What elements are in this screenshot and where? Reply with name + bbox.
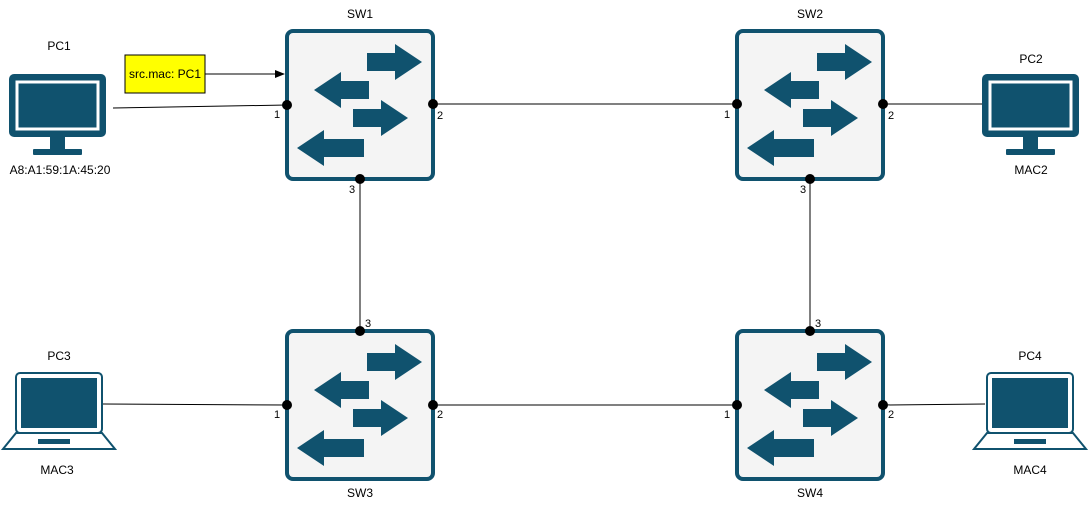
link-sw4-pc4 bbox=[882, 403, 986, 406]
pc4[interactable]: PC4 MAC4 bbox=[971, 349, 1089, 477]
switch-sw1[interactable] bbox=[285, 29, 435, 181]
pc3[interactable]: PC3 MAC3 bbox=[0, 349, 118, 477]
link-pc1-sw1 bbox=[112, 104, 288, 109]
port-label-sw3-3: 3 bbox=[365, 318, 371, 330]
link-pc3-sw3 bbox=[102, 403, 288, 406]
laptop-icon bbox=[971, 372, 1089, 450]
frame-note-box bbox=[124, 54, 206, 94]
port-dot-sw1-1 bbox=[282, 100, 292, 110]
port-label-sw1-3: 3 bbox=[349, 184, 355, 196]
pc4-name: PC4 bbox=[1018, 349, 1042, 363]
port-dot-sw3-1 bbox=[282, 400, 292, 410]
desktop-monitor-icon bbox=[9, 74, 106, 155]
port-dot-sw2-3 bbox=[805, 174, 815, 184]
port-dot-sw3-2 bbox=[428, 400, 438, 410]
switch-sw2[interactable] bbox=[735, 29, 885, 181]
pc1-name: PC1 bbox=[47, 39, 71, 53]
desktop-monitor-icon bbox=[982, 74, 1079, 155]
port-dot-sw2-2 bbox=[878, 99, 888, 109]
port-dot-sw4-3 bbox=[805, 326, 815, 336]
laptop-icon bbox=[0, 372, 118, 450]
port-label-sw2-2: 2 bbox=[888, 110, 894, 122]
port-labels: 1 2 3 1 2 3 1 2 3 1 2 3 bbox=[274, 109, 894, 421]
port-label-sw3-2: 2 bbox=[437, 409, 443, 421]
port-dot-sw4-2 bbox=[878, 400, 888, 410]
switch-sw3[interactable] bbox=[285, 329, 435, 481]
pc2[interactable]: PC2 MAC2 bbox=[982, 52, 1079, 177]
port-label-sw2-1: 1 bbox=[724, 109, 730, 121]
switch-sw4[interactable] bbox=[735, 329, 885, 481]
pc3-mac: MAC3 bbox=[40, 463, 74, 477]
port-label-sw4-1: 1 bbox=[724, 409, 730, 421]
port-dot-sw2-1 bbox=[732, 99, 742, 109]
port-label-sw1-2: 2 bbox=[437, 110, 443, 122]
pc1[interactable]: PC1 A8:A1:59:1A:45:20 bbox=[9, 39, 111, 177]
port-label-sw4-3: 3 bbox=[815, 318, 821, 330]
switch-label-sw3: SW3 bbox=[347, 486, 373, 500]
port-dot-sw4-1 bbox=[732, 400, 742, 410]
pc2-mac: MAC2 bbox=[1014, 163, 1048, 177]
port-label-sw3-1: 1 bbox=[274, 409, 280, 421]
port-dots bbox=[282, 99, 888, 410]
switch-label-sw1: SW1 bbox=[347, 7, 373, 21]
links bbox=[102, 103, 986, 406]
pc3-name: PC3 bbox=[47, 349, 71, 363]
port-label-sw1-1: 1 bbox=[274, 109, 280, 121]
frame-note-text: src.mac: PC1 bbox=[129, 67, 201, 81]
switch-label-sw2: SW2 bbox=[797, 7, 823, 21]
switch-label-sw4: SW4 bbox=[797, 486, 823, 500]
port-dot-sw1-2 bbox=[428, 99, 438, 109]
pc1-mac: A8:A1:59:1A:45:20 bbox=[10, 163, 111, 177]
port-dot-sw3-3 bbox=[355, 326, 365, 336]
port-dot-sw1-3 bbox=[355, 174, 365, 184]
pc2-name: PC2 bbox=[1019, 52, 1043, 66]
port-label-sw4-2: 2 bbox=[888, 409, 894, 421]
port-label-sw2-3: 3 bbox=[800, 184, 806, 196]
frame-note: src.mac: PC1 bbox=[124, 54, 285, 94]
pc4-mac: MAC4 bbox=[1013, 463, 1047, 477]
